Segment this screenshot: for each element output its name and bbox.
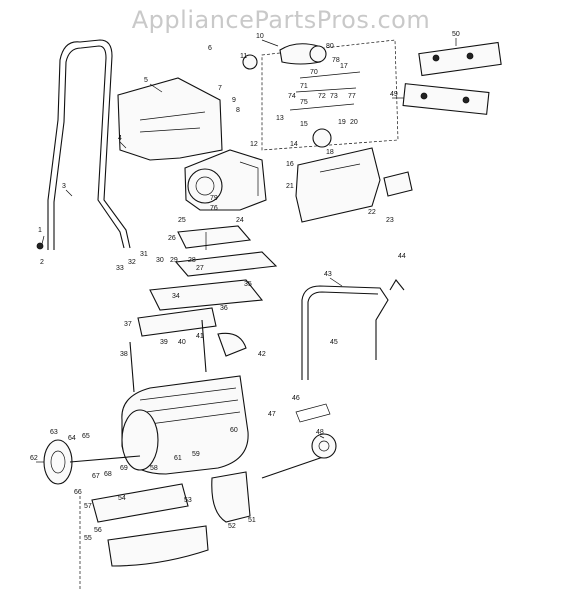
callout-74: 74 bbox=[288, 93, 296, 100]
callout-53: 53 bbox=[184, 497, 192, 504]
callout-42: 42 bbox=[258, 351, 266, 358]
callout-9: 9 bbox=[232, 97, 236, 104]
leader-lines bbox=[36, 38, 457, 463]
callout-13: 13 bbox=[276, 115, 284, 122]
callout-80: 80 bbox=[326, 43, 334, 50]
callout-35: 35 bbox=[244, 281, 252, 288]
callout-5: 5 bbox=[144, 77, 148, 84]
callout-29: 29 bbox=[170, 257, 178, 264]
callout-55: 55 bbox=[84, 535, 92, 542]
callout-7: 7 bbox=[218, 85, 222, 92]
callout-19: 19 bbox=[338, 119, 346, 126]
callout-21: 21 bbox=[286, 183, 294, 190]
mounting-plates bbox=[149, 225, 278, 311]
callout-27: 27 bbox=[196, 265, 204, 272]
callout-75: 75 bbox=[300, 99, 308, 106]
callout-79: 79 bbox=[210, 195, 218, 202]
callout-47: 47 bbox=[268, 411, 276, 418]
callout-61: 61 bbox=[174, 455, 182, 462]
side-shroud bbox=[295, 147, 413, 223]
callout-22: 22 bbox=[368, 209, 376, 216]
callout-17: 17 bbox=[340, 63, 348, 70]
handle-assembly bbox=[36, 39, 131, 250]
watermark: AppliancePartsPros.com bbox=[131, 6, 431, 34]
callout-14: 14 bbox=[290, 141, 298, 148]
callout-66: 66 bbox=[74, 489, 82, 496]
callout-25: 25 bbox=[178, 217, 186, 224]
callout-49: 49 bbox=[390, 91, 398, 98]
callout-45: 45 bbox=[330, 339, 338, 346]
callout-15: 15 bbox=[300, 121, 308, 128]
callout-46: 46 bbox=[292, 395, 300, 402]
callout-6: 6 bbox=[208, 45, 212, 52]
callout-73: 73 bbox=[330, 93, 338, 100]
impeller-assembly bbox=[79, 471, 251, 590]
callout-39: 39 bbox=[160, 339, 168, 346]
frame-brackets bbox=[129, 307, 247, 393]
callout-33: 33 bbox=[116, 265, 124, 272]
callout-76: 76 bbox=[210, 205, 218, 212]
callout-67: 67 bbox=[92, 473, 100, 480]
callout-32: 32 bbox=[128, 259, 136, 266]
callout-36: 36 bbox=[220, 305, 228, 312]
callout-16: 16 bbox=[286, 161, 294, 168]
chain-links bbox=[402, 41, 502, 115]
callout-34: 34 bbox=[172, 293, 180, 300]
callout-30: 30 bbox=[156, 257, 164, 264]
callout-48: 48 bbox=[316, 429, 324, 436]
callout-8: 8 bbox=[236, 107, 240, 114]
callout-26: 26 bbox=[168, 235, 176, 242]
callout-78: 78 bbox=[332, 57, 340, 64]
callout-41: 41 bbox=[196, 333, 204, 340]
callout-60: 60 bbox=[230, 427, 238, 434]
callout-18: 18 bbox=[326, 149, 334, 156]
callout-20: 20 bbox=[350, 119, 358, 126]
callout-labels: 1 2 3 4 5 6 7 8 9 10 11 12 13 14 15 16 1… bbox=[30, 31, 460, 542]
control-panel-box bbox=[242, 39, 399, 151]
callout-64: 64 bbox=[68, 435, 76, 442]
right-handle bbox=[301, 279, 405, 380]
callout-62: 62 bbox=[30, 455, 38, 462]
callout-4: 4 bbox=[118, 135, 122, 142]
callout-69: 69 bbox=[120, 465, 128, 472]
callout-12: 12 bbox=[250, 141, 258, 148]
callout-58: 58 bbox=[150, 465, 158, 472]
callout-1: 1 bbox=[38, 227, 42, 234]
callout-44: 44 bbox=[398, 253, 406, 260]
callout-57: 57 bbox=[84, 503, 92, 510]
callout-10: 10 bbox=[256, 33, 264, 40]
callout-37: 37 bbox=[124, 321, 132, 328]
callout-3: 3 bbox=[62, 183, 66, 190]
sprocket-shaft bbox=[261, 403, 337, 479]
callout-31: 31 bbox=[140, 251, 148, 258]
callout-72: 72 bbox=[318, 93, 326, 100]
callout-43: 43 bbox=[324, 271, 332, 278]
callout-51: 51 bbox=[248, 517, 256, 524]
callout-56: 56 bbox=[94, 527, 102, 534]
callout-38: 38 bbox=[120, 351, 128, 358]
callout-2: 2 bbox=[40, 259, 44, 266]
callout-68: 68 bbox=[104, 471, 112, 478]
callout-63: 63 bbox=[50, 429, 58, 436]
callout-40: 40 bbox=[178, 339, 186, 346]
wheel bbox=[43, 439, 141, 485]
callout-50: 50 bbox=[452, 31, 460, 38]
callout-70: 70 bbox=[310, 69, 318, 76]
callout-52: 52 bbox=[228, 523, 236, 530]
callout-24: 24 bbox=[236, 217, 244, 224]
callout-71: 71 bbox=[300, 83, 308, 90]
callout-28: 28 bbox=[188, 257, 196, 264]
belt-cover bbox=[117, 77, 223, 161]
auger-housing bbox=[121, 375, 249, 475]
callout-59: 59 bbox=[192, 451, 200, 458]
engine bbox=[184, 149, 267, 211]
callout-77: 77 bbox=[348, 93, 356, 100]
callout-23: 23 bbox=[386, 217, 394, 224]
callout-11: 11 bbox=[240, 53, 247, 60]
callout-54: 54 bbox=[118, 495, 126, 502]
callout-65: 65 bbox=[82, 433, 90, 440]
